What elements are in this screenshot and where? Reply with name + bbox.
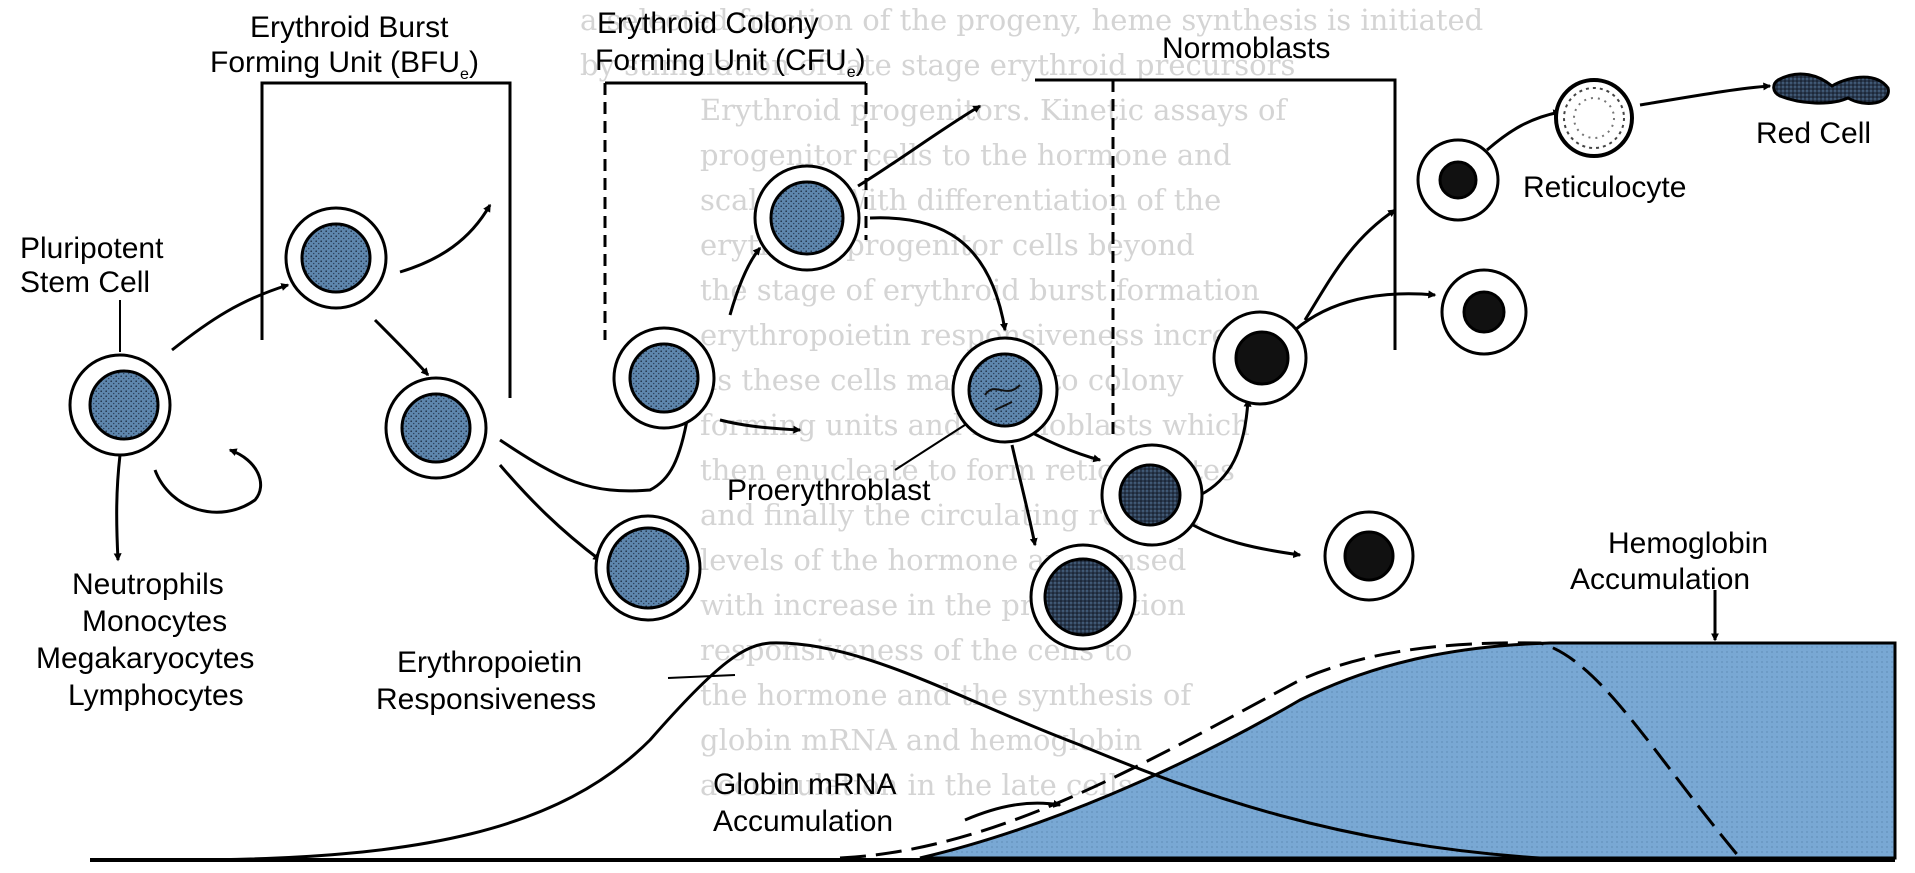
reticulocyte-label: Reticulocyte — [1523, 171, 1686, 204]
red-cell-label: Red Cell — [1756, 117, 1871, 150]
lineage-lymphocytes: Lymphocytes — [68, 679, 244, 712]
lineage-neutrophils: Neutrophils — [72, 568, 224, 601]
stem-cell-label-line2: Stem Cell — [20, 266, 150, 299]
globin-label-line1: Globin mRNA — [713, 768, 896, 801]
late-normoblast-3 — [1442, 270, 1526, 354]
globin-leader — [965, 803, 1060, 820]
cfu-cell-1 — [614, 328, 714, 428]
reticulocyte-cell — [1556, 80, 1632, 156]
late-normoblast-2 — [1325, 512, 1413, 600]
cfu-label-line2: Forming Unit (CFUe) — [595, 44, 866, 81]
background-text-line: as these cells mature into colony — [700, 363, 1184, 397]
lineage-monocytes: Monocytes — [82, 605, 227, 638]
globin-label-line2: Accumulation — [713, 805, 893, 838]
background-text-line: the stage of erythroid burst formation — [700, 273, 1260, 307]
cfu-label-line1: Erythroid Colony — [597, 7, 819, 40]
background-text-line: the hormone and the synthesis of — [700, 678, 1193, 712]
hemoglobin-label-line2: Accumulation — [1570, 563, 1750, 596]
bfu-label-line2: Forming Unit (BFUe) — [210, 46, 479, 83]
cfu-cell-2 — [755, 166, 859, 270]
background-text-line: progenitor cells to the hormone and — [700, 138, 1231, 172]
early-normoblast-2 — [1102, 445, 1202, 545]
early-normoblast-1 — [1031, 545, 1135, 649]
bfu-label-line1: Erythroid Burst — [250, 11, 449, 44]
background-text-line: globin mRNA and hemoglobin — [700, 723, 1142, 757]
epo-label-line2: Responsiveness — [376, 683, 596, 716]
stem-cell-label-line1: Pluripotent — [20, 232, 164, 265]
red-cell — [1774, 74, 1889, 103]
background-text-line: Erythroid progenitors. Kinetic assays of — [700, 93, 1288, 127]
pluripotent-stem-cell — [70, 355, 170, 455]
proerythroblast-label: Proerythroblast — [727, 474, 931, 507]
hemoglobin-label-line1: Hemoglobin — [1608, 527, 1768, 560]
proerythroblast-cell — [953, 338, 1057, 442]
epo-label-line1: Erythropoietin — [397, 646, 582, 679]
late-normoblast-4 — [1418, 140, 1498, 220]
differentiating-cell — [596, 516, 700, 620]
lineage-megakaryocytes: Megakaryocytes — [36, 642, 254, 675]
bfu-cell-2 — [386, 378, 486, 478]
bfu-cell-1 — [286, 208, 386, 308]
normoblasts-label: Normoblasts — [1162, 32, 1330, 65]
intermediate-normoblast-1 — [1214, 312, 1306, 404]
